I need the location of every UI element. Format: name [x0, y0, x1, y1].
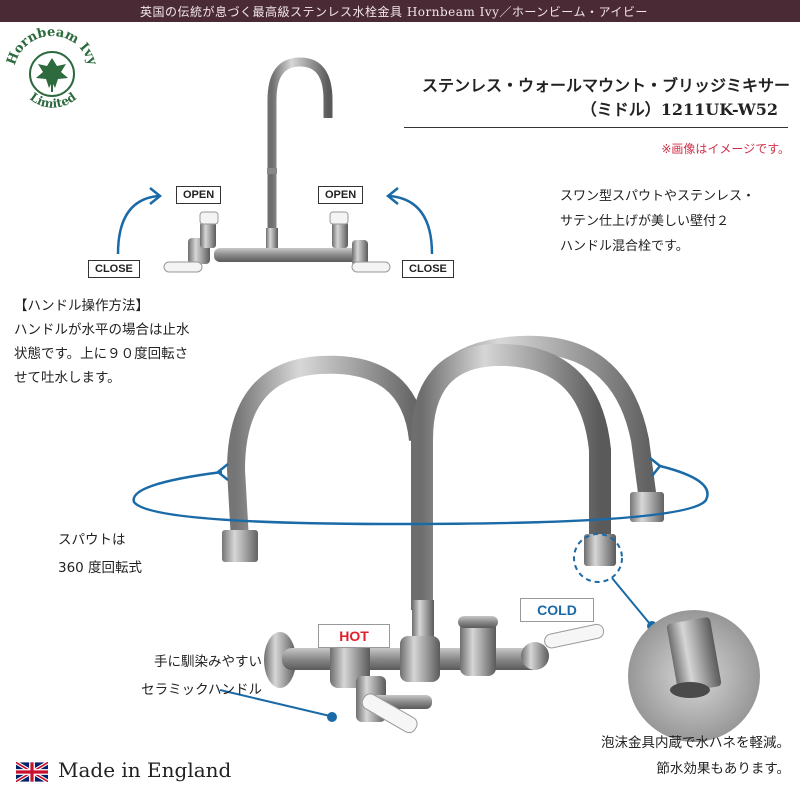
rotation-arrow-right-icon	[385, 187, 434, 255]
handle-callout	[219, 689, 337, 722]
product-title-line2: （ミドル）1211UK-W52	[580, 100, 778, 119]
rotation-ring-icon	[132, 457, 709, 526]
instructions-line: 状態です。上に９０度回転さ	[14, 346, 189, 362]
hot-label: HOT	[318, 624, 390, 648]
spout-feature-line: 360 度回転式	[58, 560, 143, 576]
handle-feature: 手に馴染みやすい セラミックハンドル	[62, 648, 262, 704]
aerator-callout	[573, 533, 760, 742]
description-line: スワン型スパウトやステンレス・	[560, 189, 756, 204]
cold-label: COLD	[520, 598, 594, 622]
close-label-left: CLOSE	[88, 260, 140, 278]
ceramic-handle-hot	[361, 693, 418, 734]
open-label-right: OPEN	[318, 186, 364, 204]
close-label-right: CLOSE	[402, 260, 454, 278]
aerator-feature-line: 節水効果もあります。	[656, 761, 790, 777]
header-bar: 英国の伝統が息づく最高級ステンレス水栓金具 Hornbeam Ivy／ホーンビー…	[0, 0, 800, 22]
handle-feature-line: 手に馴染みやすい	[154, 654, 262, 670]
handle-instructions: 【ハンドル操作方法】 ハンドルが水平の場合は止水 状態です。上に９０度回転さ せ…	[14, 294, 274, 390]
aerator-feature: 泡沫金具内蔵で水ハネを軽減。 節水効果もあります。	[500, 730, 790, 782]
union-jack-flag-icon	[16, 762, 48, 782]
rotation-arrow-left-icon	[116, 187, 163, 255]
made-in-label: Made in England	[58, 758, 232, 782]
ceramic-handle-cold	[544, 623, 605, 649]
instructions-heading: 【ハンドル操作方法】	[14, 298, 149, 314]
description-line: サテン仕上げが美しい壁付２	[560, 214, 730, 229]
faucet-bridge	[264, 616, 549, 722]
product-description: スワン型スパウトやステンレス・ サテン仕上げが美しい壁付２ ハンドル混合栓です。	[560, 184, 792, 259]
description-line: ハンドル混合栓です。	[560, 239, 689, 254]
instructions-line: ハンドルが水平の場合は止水	[14, 322, 190, 338]
header-tagline: 英国の伝統が息づく最高級ステンレス水栓金具 Hornbeam Ivy／ホーンビー…	[140, 5, 648, 19]
product-title-line1: ステンレス・ウォールマウント・ブリッジミキサー	[421, 76, 790, 95]
title-divider	[404, 127, 788, 128]
open-label-left: OPEN	[176, 186, 222, 204]
small-faucet	[163, 57, 391, 273]
image-note: ※画像はイメージです。	[661, 142, 790, 156]
handle-feature-line: セラミックハンドル	[141, 682, 262, 698]
aerator-feature-line: 泡沫金具内蔵で水ハネを軽減。	[601, 735, 790, 751]
ivy-leaf-icon	[36, 58, 68, 92]
brand-logo: Hornbeam Ivy Limited	[4, 25, 100, 111]
spout-feature: スパウトは 360 度回転式	[58, 526, 198, 582]
spout-front	[411, 343, 616, 640]
spout-feature-line: スパウトは	[58, 532, 126, 548]
instructions-line: せて吐水します。	[14, 370, 121, 386]
